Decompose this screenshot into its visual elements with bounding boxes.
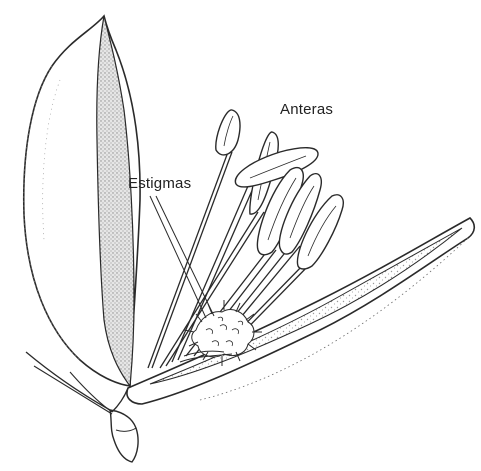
stigmas-label: Estigmas [128,175,191,192]
anthers-label: Anteras [280,101,333,118]
lemma [24,16,140,386]
anther-1 [216,110,240,155]
anthers [216,110,343,269]
